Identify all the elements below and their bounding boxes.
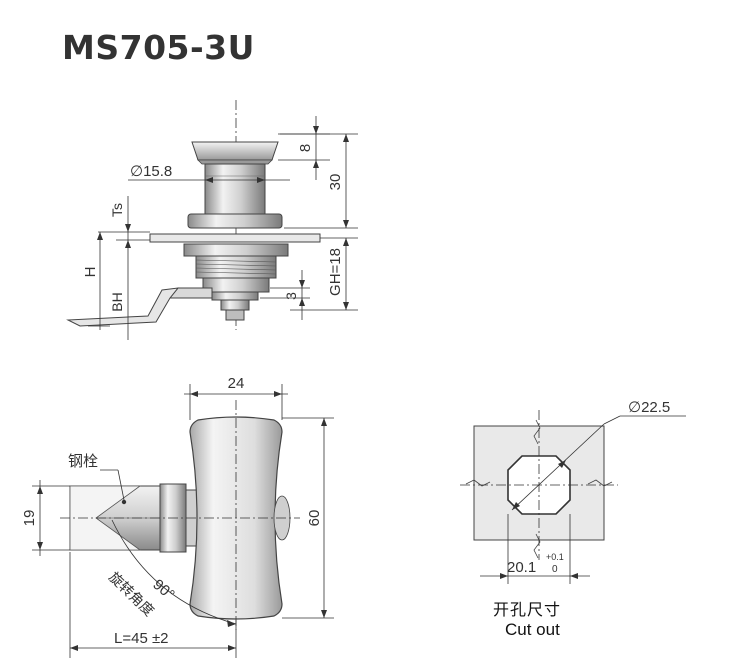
lock-cap — [191, 141, 279, 161]
panel-plate — [149, 233, 321, 243]
steel-pin-label: 钢栓 — [68, 453, 98, 470]
tolerance-lower-label: 0 — [552, 564, 558, 575]
cutout-width-label: 20.1 — [507, 559, 536, 576]
angle-90-label: 90° — [149, 576, 177, 604]
front-view: 24 60 19 钢栓 90° 旋转角度 L=45 ±2 — [21, 375, 334, 658]
dim-gh-label: GH=18 — [327, 248, 344, 296]
hex-nut — [183, 243, 289, 257]
cutout-view: ∅22.5 20.1 +0.1 0 — [460, 399, 686, 584]
dim-19-label: 19 — [21, 510, 38, 527]
side-view: ∅15.8 8 30 GH=18 3 Ts H BH — [66, 100, 358, 340]
rotation-angle-label: 旋转角度 — [106, 569, 157, 619]
drawing-title: MS705-3U — [62, 28, 255, 67]
dim-60-label: 60 — [306, 510, 323, 527]
cam-arm — [66, 287, 180, 327]
dim-bh-label: BH — [109, 292, 125, 311]
thread — [195, 255, 277, 279]
dim-3-label: 3 — [283, 292, 299, 300]
lock-barrel — [204, 163, 266, 217]
diameter-15-8-label: ∅15.8 — [130, 163, 172, 180]
cutout-diameter-label: ∅22.5 — [628, 399, 670, 416]
dim-30-label: 30 — [327, 174, 344, 191]
cutout-caption-chinese: 开孔尺寸 — [493, 600, 562, 619]
dim-ts-label: Ts — [109, 203, 125, 217]
dim-h-label: H — [82, 267, 99, 278]
dim-8-label: 8 — [297, 144, 314, 152]
length-label: L=45 ±2 — [114, 630, 169, 647]
tolerance-upper-label: +0.1 — [546, 552, 564, 562]
cutout-caption-english: Cut out — [505, 620, 560, 639]
dim-24-label: 24 — [228, 375, 245, 392]
screw — [220, 299, 250, 311]
